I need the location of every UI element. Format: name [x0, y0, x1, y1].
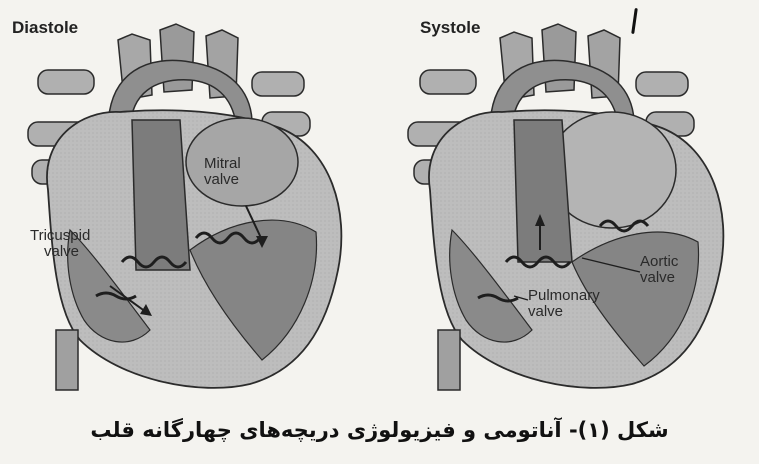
mitral-label-line-2: valve — [204, 172, 241, 188]
mitral-label-line-1: Mitral — [204, 156, 241, 172]
aortic-label-line-1: Aortic — [640, 254, 678, 270]
aortic-valve-label: Aortic valve — [640, 254, 678, 286]
aortic-label-line-2: valve — [640, 270, 678, 286]
tricuspid-label-line-2: valve — [30, 244, 90, 260]
diastole-heart — [28, 24, 341, 390]
pulmonary-valve-label: Pulmonary valve — [528, 288, 600, 320]
tricuspid-valve-label: Tricuspid valve — [30, 228, 90, 260]
pulmonary-label-line-1: Pulmonary — [528, 288, 600, 304]
diastole-title: Diastole — [12, 18, 78, 38]
tricuspid-label-line-1: Tricuspid — [30, 228, 90, 244]
pulmonary-label-line-2: valve — [528, 304, 600, 320]
mitral-valve-label: Mitral valve — [204, 156, 241, 188]
systole-title: Systole — [420, 18, 480, 38]
systole-heart — [408, 24, 723, 390]
figure-caption: شکل (۱)- آناتومی و فیزیولوژی دریچه‌های چ… — [0, 418, 759, 442]
